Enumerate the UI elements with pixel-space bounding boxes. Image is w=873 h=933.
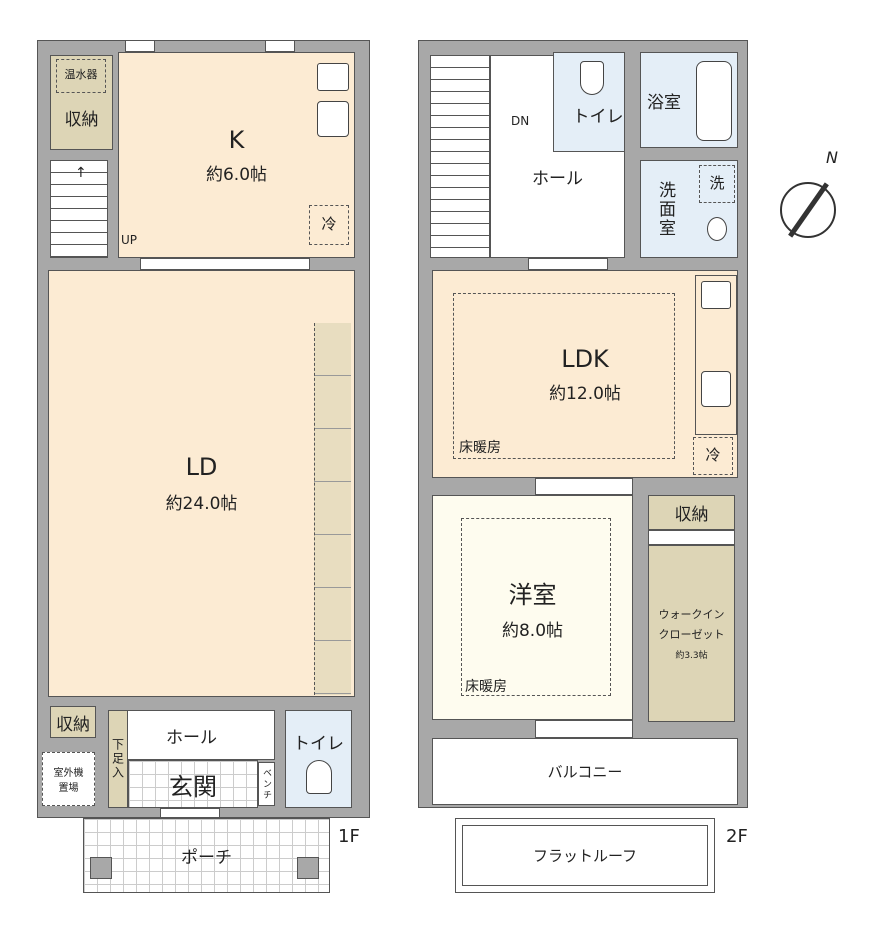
- storage-bottom-label: 収納: [56, 714, 90, 735]
- pillar: [90, 857, 112, 879]
- fridge-space: 冷: [693, 437, 733, 475]
- western-room: 洋室 約8.0帖 床暖房: [432, 495, 633, 720]
- floor-heating-area: [453, 293, 675, 459]
- water-heater: 温水器: [56, 59, 106, 93]
- ld-name: LD: [185, 453, 218, 481]
- balcony-label: バルコニー: [547, 763, 623, 781]
- outdoor-unit-area: 室外機置場: [42, 752, 95, 806]
- storage-top: 温水器 収納: [50, 55, 113, 150]
- western-room-area: 約8.0帖: [501, 620, 564, 641]
- western-room-name: 洋室: [508, 580, 557, 609]
- western-floor-heating-label: 床暖房: [465, 679, 507, 695]
- window: [535, 478, 633, 495]
- entrance: 玄関: [128, 760, 258, 808]
- sink-icon: [701, 371, 731, 407]
- wic-area: 約3.3帖: [675, 651, 708, 661]
- toilet-1f: トイレ: [285, 710, 352, 808]
- window: [125, 40, 155, 52]
- porch-label: ポーチ: [181, 848, 232, 868]
- front-door: [160, 808, 220, 818]
- compass-icon: [780, 182, 836, 238]
- kitchen-name: K: [228, 125, 245, 154]
- stove-icon: [317, 63, 349, 91]
- washroom: 洗面室 洗: [640, 160, 738, 258]
- pillar: [297, 857, 319, 879]
- washbasin-icon: [707, 217, 727, 241]
- kitchen-counter: [695, 275, 737, 435]
- bench-label: ベンチ: [261, 767, 271, 801]
- stairs-up-label: UP: [121, 233, 138, 247]
- window: [535, 720, 633, 738]
- hall-2f-label: ホール: [532, 169, 583, 189]
- flat-roof-label: フラットルーフ: [532, 847, 638, 865]
- flat-roof: フラットルーフ: [455, 818, 715, 893]
- toilet-2f-label: トイレ: [572, 107, 624, 127]
- washer-space: 洗: [699, 165, 735, 203]
- shoe-cabinet: 下足入: [108, 710, 128, 808]
- bathroom-label: 浴室: [647, 92, 681, 113]
- ldk-floor-heating-label: 床暖房: [459, 440, 501, 456]
- storage-label: 収納: [64, 110, 99, 130]
- floor1-label: 1F: [338, 826, 360, 847]
- washroom-label: 洗面室: [655, 180, 675, 238]
- window: [140, 258, 310, 270]
- ldk: LDK 約12.0帖 床暖房 冷: [432, 270, 738, 478]
- wic-label-line2: クローゼット: [658, 628, 725, 641]
- bathroom: 浴室: [640, 52, 738, 148]
- stairs-1f: [50, 160, 108, 258]
- toilet-1f-label: トイレ: [293, 734, 344, 754]
- entrance-label: 玄関: [169, 772, 217, 801]
- built-in-shelf: [314, 323, 351, 695]
- stairs-down-label: DN: [511, 114, 530, 128]
- floor2-label: 2F: [726, 826, 748, 847]
- kitchen: K 約6.0帖 UP 冷: [118, 52, 355, 258]
- toilet-2f: トイレ: [553, 52, 625, 152]
- closet-door: [648, 530, 735, 545]
- window: [528, 258, 608, 270]
- shoe-cabinet-label: 下足入: [110, 738, 125, 780]
- balcony: バルコニー: [432, 738, 738, 805]
- walk-in-closet: ウォークイン クローゼット 約3.3帖: [648, 545, 735, 722]
- porch: ポーチ: [83, 818, 330, 893]
- compass-north-label: N: [826, 148, 838, 167]
- ldk-area: 約12.0帖: [549, 383, 621, 404]
- hall-1f: ホール: [108, 710, 275, 760]
- hall-1f-label: ホール: [166, 727, 217, 748]
- wic-label-line1: ウォークイン: [658, 608, 725, 621]
- sink-icon: [317, 101, 349, 137]
- up-arrow-icon: ↑: [75, 165, 87, 181]
- stove-icon: [701, 281, 731, 309]
- toilet-icon: [580, 61, 604, 95]
- bathtub-icon: [696, 61, 732, 141]
- ldk-name: LDK: [561, 344, 609, 373]
- outdoor-unit-label: 室外機置場: [53, 768, 84, 794]
- kitchen-area: 約6.0帖: [205, 164, 268, 185]
- living-dining: LD 約24.0帖: [48, 270, 355, 697]
- storage-2f: 収納: [648, 495, 735, 530]
- stairs-2f: [430, 55, 490, 258]
- toilet-icon: [305, 760, 332, 794]
- floor-heating-area: [461, 518, 611, 696]
- fridge-space: 冷: [309, 205, 349, 245]
- window: [265, 40, 295, 52]
- bench: ベンチ: [258, 762, 275, 806]
- storage-bottom: 収納: [50, 706, 96, 738]
- ld-area: 約24.0帖: [165, 494, 238, 514]
- storage-2f-label: 収納: [674, 505, 709, 525]
